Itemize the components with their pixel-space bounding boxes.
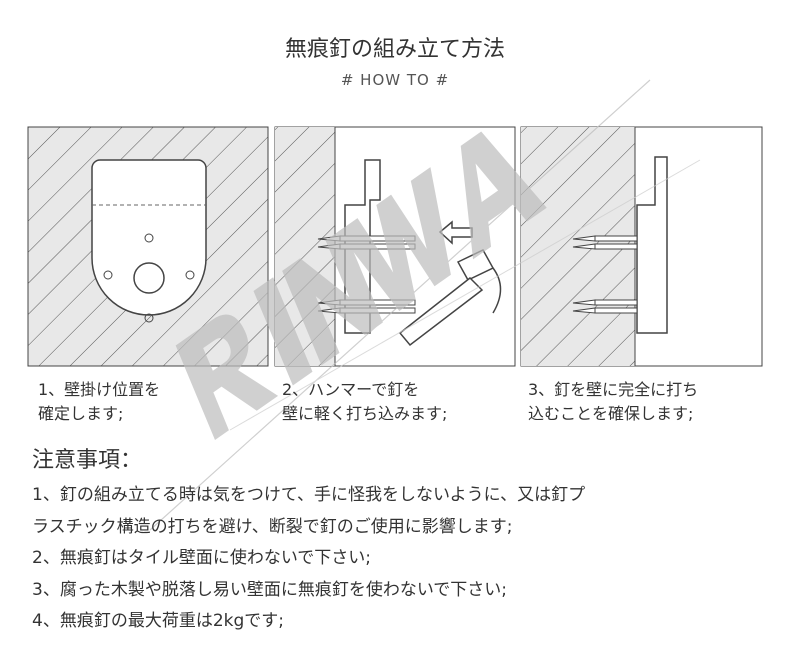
step2-line2: 壁に軽く打ち込みます; [282, 404, 448, 423]
cautions-section: 注意事項： 1、釘の組み立てる時は気をつけて、手に怪我をしないように、又は釘プ … [32, 446, 585, 638]
step2-line1: 2、ハンマーで釘を [282, 380, 420, 399]
watermark-logo [149, 79, 701, 531]
hook-plate [91, 159, 207, 316]
page-title: 無痕釘の組み立て方法 [284, 37, 505, 62]
hammer-icon [398, 249, 502, 347]
page-subtitle: # HOW TO # [340, 71, 450, 89]
caution-item: 3、腐った木製や脱落し易い壁面に無痕釘を使わないで下さい; [32, 579, 508, 600]
step3-caption: 3、釘を壁に完全に打ち 込むことを確保します; [528, 378, 698, 426]
hook [636, 156, 668, 334]
step3-line2: 込むことを確保します; [528, 404, 694, 423]
caution-item: 2、無痕釘はタイル壁面に使わないで下さい; [32, 548, 372, 568]
step1-line1: 1、壁掛け位置を [38, 380, 161, 399]
step2-caption: 2、ハンマーで釘を 壁に軽く打ち込みます; [282, 378, 447, 426]
cautions-heading: 注意事項： [32, 448, 143, 473]
caution-item: 4、無痕釘の最大荷重は2kgです; [32, 611, 284, 631]
step3-diagram [520, 126, 763, 367]
step1-caption: 1、壁掛け位置を 確定します; [38, 378, 160, 426]
caution-item: 1、釘の組み立てる時は気をつけて、手に怪我をしないように、又は釘プ [32, 485, 586, 505]
step3-line1: 3、釘を壁に完全に打ち [528, 380, 699, 399]
step1-line2: 確定します; [38, 404, 124, 423]
step1-diagram [27, 126, 269, 367]
caution-item: ラスチック構造の打ちを避け、断裂で釘のご使用に影響します; [32, 516, 513, 537]
